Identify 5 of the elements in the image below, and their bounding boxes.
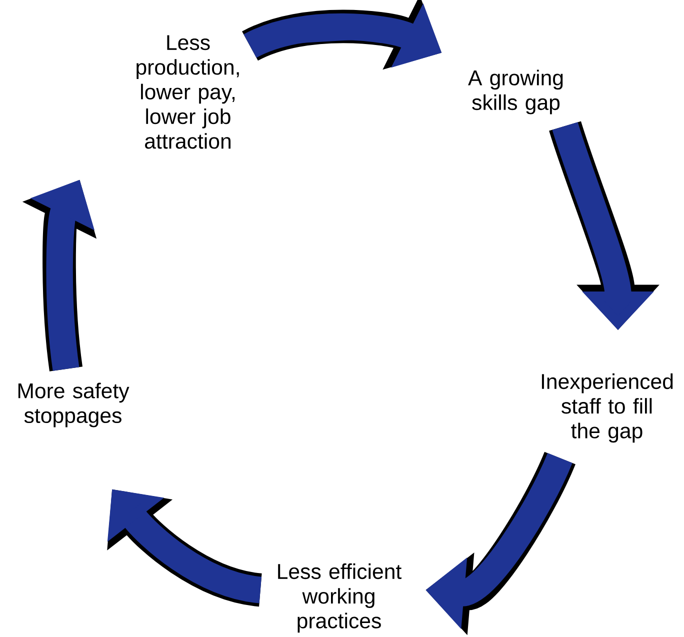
step-label: More safety stoppages	[18, 382, 130, 428]
step-label: Inexperienced staff to fill the gap	[542, 373, 673, 443]
step-label: A growing skills gap	[468, 70, 563, 114]
step-label: Less production, lower pay, lower job attraction	[136, 35, 239, 149]
step-label: Less efficient working practices	[278, 563, 402, 633]
